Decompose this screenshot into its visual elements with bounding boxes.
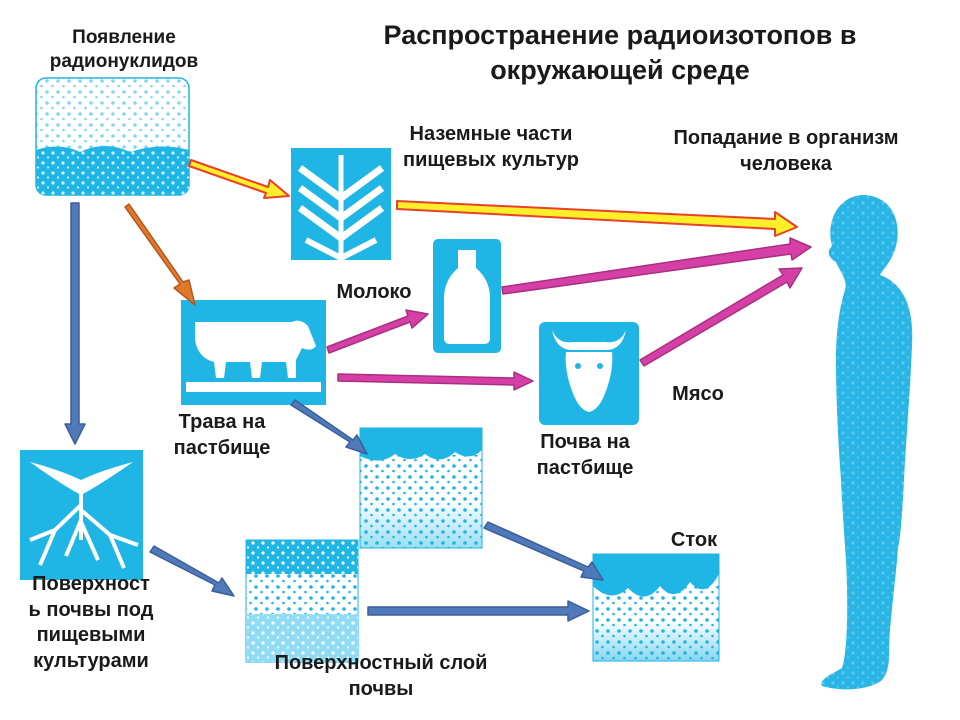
arrow-grass-to-pasture-soil xyxy=(290,399,368,455)
label-runoff: Сток xyxy=(670,529,718,551)
roots-tile xyxy=(20,450,143,580)
label-crops: Наземные части пищевых культур xyxy=(403,123,579,171)
cow-tile xyxy=(181,300,326,405)
wheat-tile xyxy=(291,148,391,262)
arrow-crops-to-human xyxy=(396,200,798,237)
runoff-tile xyxy=(592,553,720,662)
diagram-title: Распространение радиоизотопов в окружающ… xyxy=(383,20,857,86)
arrow-grass-to-milk xyxy=(326,309,429,354)
surface-soil-tile xyxy=(245,539,359,663)
label-soil-under-crops: Поверхност ь почвы под пищевыми культура… xyxy=(28,573,154,672)
arrow-pasture-soil-to-runoff xyxy=(483,521,604,581)
arrow-radionuclides-to-roots xyxy=(64,202,86,445)
label-human: Попадание в организм человека xyxy=(673,127,899,175)
arrow-radionuclides-to-crops xyxy=(188,159,290,199)
pasture-soil-tile xyxy=(359,427,483,549)
milk-bottle-tile xyxy=(433,239,501,353)
arrow-surface-soil-to-runoff xyxy=(367,600,590,622)
arrow-meat-to-human xyxy=(639,267,803,367)
arrow-milk-to-human xyxy=(501,237,812,295)
label-grass: Трава на пастбище xyxy=(173,411,271,459)
arrow-radionuclides-to-grass xyxy=(124,203,196,306)
radionuclides-tile xyxy=(35,77,190,196)
cow-head-tile xyxy=(539,322,639,425)
human-figure xyxy=(821,195,913,690)
label-milk: Молоко xyxy=(336,281,412,303)
arrow-roots-to-surface-soil xyxy=(149,545,235,597)
label-meat: Мясо xyxy=(672,383,724,405)
label-pasture-soil: Почва на пастбище xyxy=(536,431,634,479)
label-appearance: Появление радионуклидов xyxy=(49,27,199,73)
arrow-grass-to-meat xyxy=(337,371,534,391)
label-surface-layer: Поверхностный слой почвы xyxy=(274,652,488,700)
